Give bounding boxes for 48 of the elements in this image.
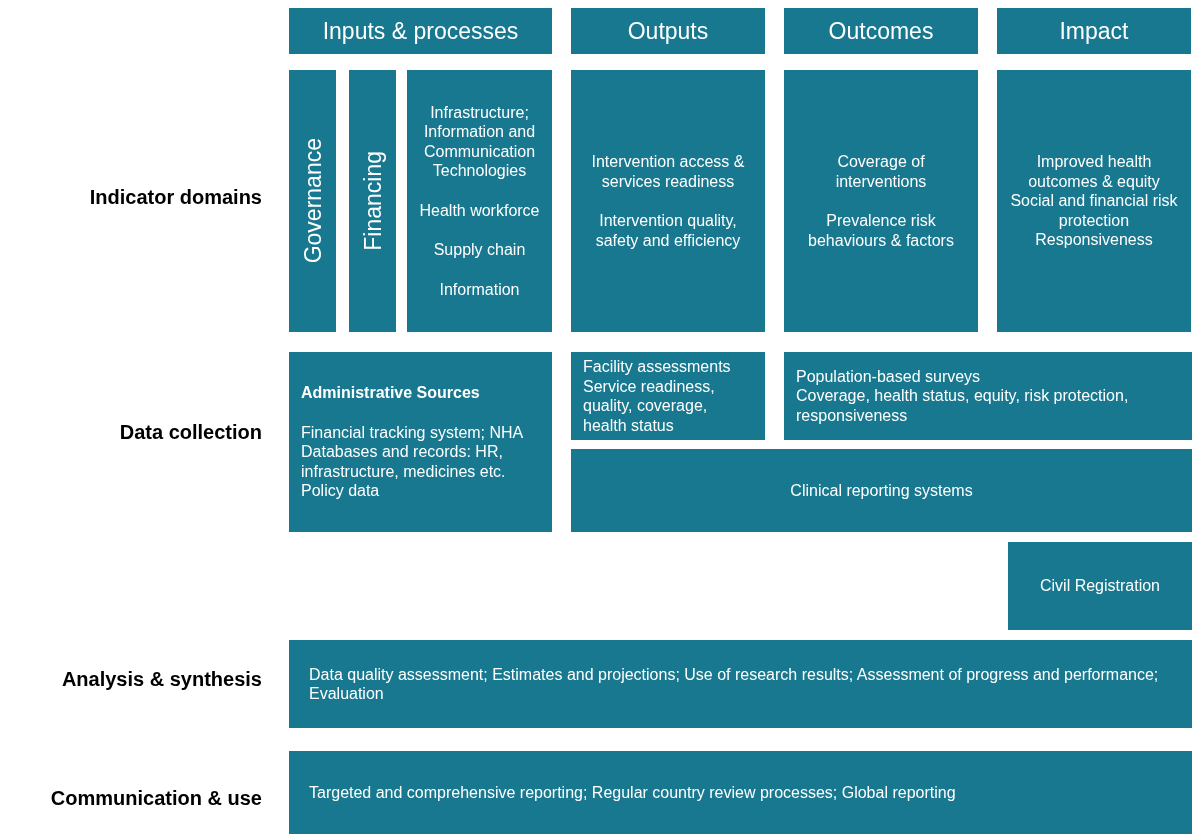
analysis-panel xyxy=(289,640,1192,728)
domain-panel xyxy=(407,70,552,332)
panel-text: Intervention quality, safety and efficiency xyxy=(594,211,742,250)
panel-text: Social and financial risk protection xyxy=(1009,191,1179,231)
panel-text: Improved health outcomes & equity xyxy=(1027,152,1161,192)
row-label: Communication & use xyxy=(49,787,262,810)
row-label: Analysis & synthesis xyxy=(60,668,262,691)
data-source-panel xyxy=(784,352,1192,440)
row-label: Indicator domains xyxy=(88,186,262,209)
panel-text: Financial tracking system; NHA Databases and records: HR, infrastructure, medicines etc. Policy data xyxy=(301,422,524,501)
row-label: Data collection xyxy=(118,421,262,444)
panel-text: Clinical reporting systems xyxy=(790,480,973,501)
data-source-panel xyxy=(289,352,552,532)
data-source-panel xyxy=(571,449,1192,532)
panel-text: Service readiness, quality, coverage, health status xyxy=(583,376,716,435)
panel-heading: Population-based surveys xyxy=(796,366,981,387)
column-header xyxy=(289,8,552,54)
panel-text: Inputs & processes xyxy=(322,17,519,45)
panel-text: Impact xyxy=(1059,17,1129,45)
panel-text: Health workforce xyxy=(419,200,540,221)
panel-text: Financing xyxy=(358,151,387,251)
panel-text: Targeted and comprehensive reporting; Regular country review processes; Global reporting xyxy=(309,782,956,803)
data-source-panel xyxy=(1008,542,1192,630)
panel-text: Coverage, health status, equity, risk protection, responsiveness xyxy=(796,386,1130,426)
panel-text: Infrastructure; Information and Communication Technologies xyxy=(422,102,537,181)
panel-text: Outputs xyxy=(627,17,709,45)
panel-text: Supply chain xyxy=(433,240,526,260)
panel-text: Information xyxy=(439,279,520,300)
domain-panel xyxy=(349,70,396,332)
communication-panel xyxy=(289,751,1192,834)
panel-text: Civil Registration xyxy=(1039,576,1160,596)
panel-text: Data quality assessment; Estimates and projections; Use of research results; Assessment of progress and performance; Evaluation xyxy=(309,664,1160,704)
panel-heading: Facility assessments xyxy=(583,357,731,377)
domain-panel xyxy=(289,70,336,332)
panel-text: Outcomes xyxy=(828,17,934,45)
panel-heading: Administrative Sources xyxy=(301,383,480,403)
column-header xyxy=(571,8,765,54)
panel-text: Intervention access & services readiness xyxy=(590,152,746,191)
domain-panel xyxy=(997,70,1191,332)
panel-text: Governance xyxy=(298,138,327,264)
domain-panel xyxy=(784,70,978,332)
column-header xyxy=(997,8,1191,54)
panel-text: Responsiveness xyxy=(1035,230,1153,250)
panel-text: Coverage of interventions xyxy=(834,152,928,191)
column-header xyxy=(784,8,978,54)
data-source-panel xyxy=(571,352,765,440)
panel-text: Prevalence risk behaviours & factors xyxy=(807,211,955,250)
domain-panel xyxy=(571,70,765,332)
